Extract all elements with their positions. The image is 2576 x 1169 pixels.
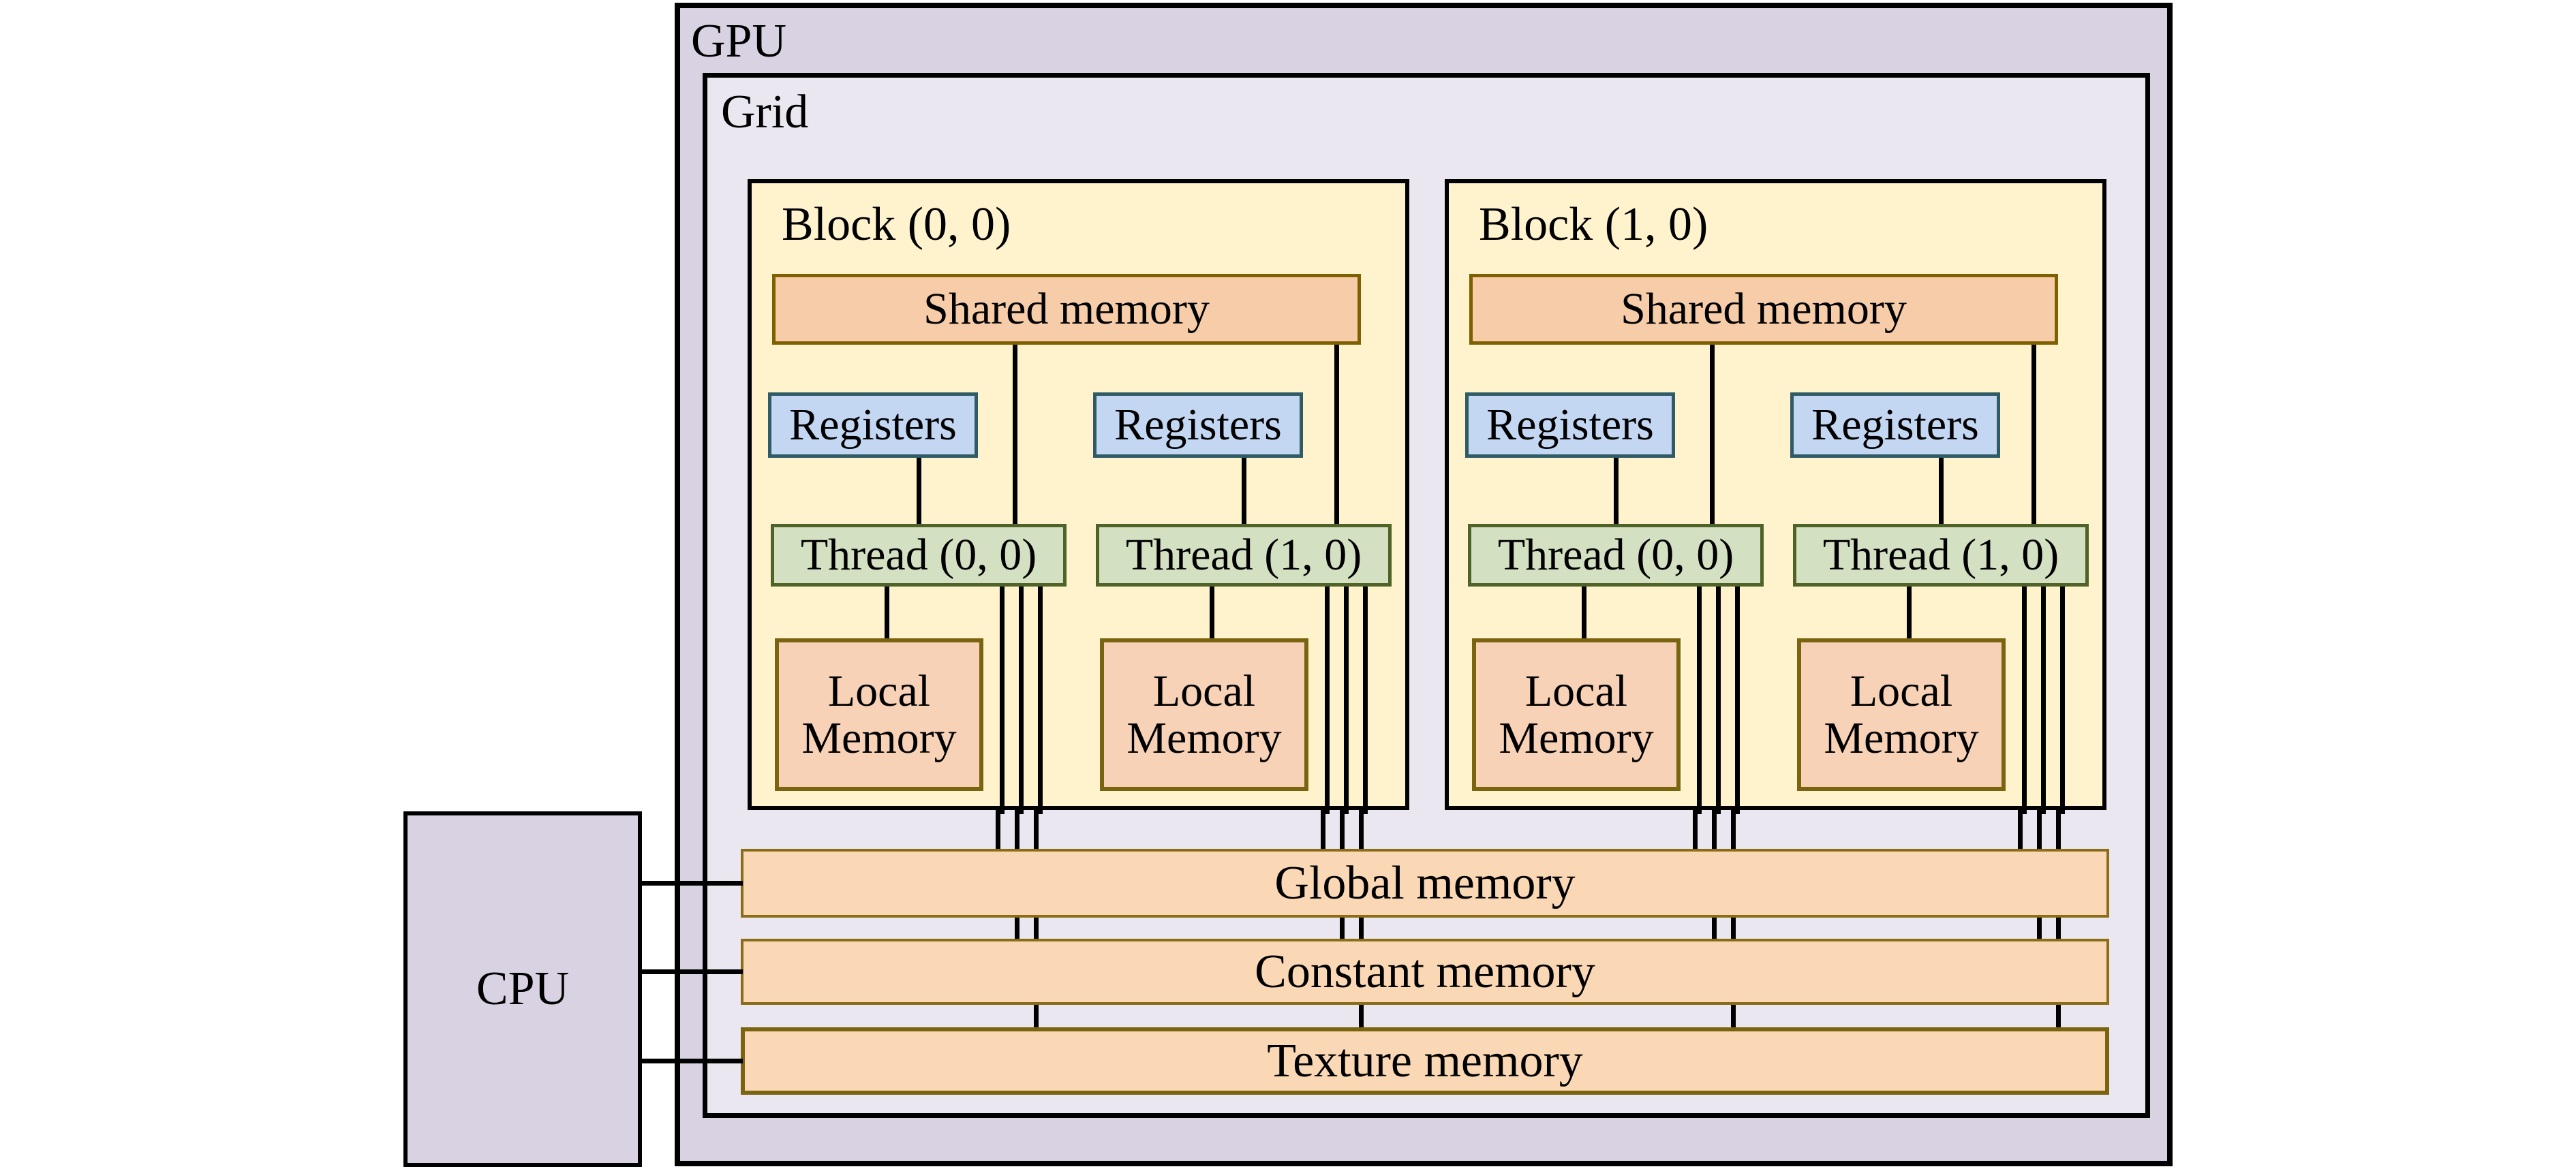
registers-box: Registers: [1093, 392, 1303, 458]
registers-label: Registers: [789, 400, 957, 450]
thread-label: Thread (0, 0): [1497, 530, 1734, 580]
registers-box: Registers: [1465, 392, 1675, 458]
connector-thread-local: [885, 587, 889, 638]
connector-registers-thread: [1614, 458, 1619, 524]
bus-line: [1363, 587, 1368, 814]
local-memory-label: Local Memory: [801, 666, 957, 763]
connector-registers-thread: [1242, 458, 1246, 524]
bus-line-global: [1321, 807, 1325, 854]
connector-cpu-global: [639, 881, 743, 886]
connector-cpu-texture: [639, 1059, 743, 1063]
bus-line: [2022, 587, 2027, 814]
connector-shared-thread0: [1710, 345, 1715, 524]
grid-label: Grid: [721, 86, 809, 138]
connector-thread-local: [1582, 587, 1586, 638]
block-label: Block (0, 0): [782, 198, 1011, 251]
thread-label: Thread (1, 0): [1822, 530, 2059, 580]
connector-shared-thread1: [2031, 345, 2036, 524]
bus-line: [1735, 587, 1740, 814]
connector-shared-thread0: [1013, 345, 1017, 524]
registers-box: Registers: [1790, 392, 2000, 458]
connector-shared-thread1: [1334, 345, 1339, 524]
bus-line: [1344, 587, 1349, 814]
bus-line: [1325, 587, 1330, 814]
thread-label: Thread (0, 0): [800, 530, 1037, 580]
bus-line-texture: [1731, 807, 1736, 1033]
bus-line-texture: [1359, 807, 1364, 1033]
bus-line: [1038, 587, 1043, 814]
local-memory-box: Local Memory: [1797, 638, 2006, 791]
global-memory-label: Global memory: [1274, 856, 1576, 909]
bus-line-global: [996, 807, 1000, 854]
local-memory-box: Local Memory: [775, 638, 983, 791]
thread-box: Thread (0, 0): [771, 524, 1067, 587]
bus-line: [1697, 587, 1702, 814]
shared-memory-label: Shared memory: [1621, 284, 1907, 334]
local-memory-label: Local Memory: [1126, 666, 1282, 763]
block-1-0: Block (1, 0) Shared memory Registers Reg…: [1445, 179, 2106, 814]
connector-registers-thread: [917, 458, 921, 524]
local-memory-box: Local Memory: [1100, 638, 1308, 791]
bus-line: [1716, 587, 1721, 814]
constant-memory-label: Constant memory: [1255, 945, 1595, 998]
bus-line-texture: [1034, 807, 1039, 1033]
cpu-box: CPU: [403, 811, 642, 1167]
local-memory-box: Local Memory: [1472, 638, 1681, 791]
thread-box: Thread (1, 0): [1096, 524, 1392, 587]
gpu-label: GPU: [691, 15, 787, 67]
local-memory-label: Local Memory: [1824, 666, 1979, 763]
shared-memory-label: Shared memory: [923, 284, 1210, 334]
block-label: Block (1, 0): [1479, 198, 1708, 251]
bus-line-global: [2018, 807, 2023, 854]
thread-box: Thread (1, 0): [1793, 524, 2089, 587]
connector-registers-thread: [1939, 458, 1944, 524]
connector-cpu-constant: [639, 969, 743, 974]
bus-line: [2041, 587, 2046, 814]
shared-memory-box: Shared memory: [772, 274, 1361, 345]
local-memory-label: Local Memory: [1499, 666, 1654, 763]
cpu-label: CPU: [476, 963, 570, 1015]
thread-box: Thread (0, 0): [1468, 524, 1764, 587]
global-memory-bar: Global memory: [741, 849, 2109, 918]
bus-line-texture: [2056, 807, 2061, 1033]
texture-memory-label: Texture memory: [1267, 1034, 1583, 1087]
registers-label: Registers: [1811, 400, 1979, 450]
registers-box: Registers: [768, 392, 978, 458]
bus-line: [1019, 587, 1024, 814]
registers-label: Registers: [1114, 400, 1282, 450]
texture-memory-bar: Texture memory: [741, 1027, 2109, 1095]
bus-line-global: [1693, 807, 1698, 854]
connector-thread-local: [1907, 587, 1912, 638]
registers-label: Registers: [1486, 400, 1654, 450]
bus-line: [1000, 587, 1005, 814]
shared-memory-box: Shared memory: [1469, 274, 2058, 345]
constant-memory-bar: Constant memory: [741, 939, 2109, 1005]
connector-thread-local: [1210, 587, 1214, 638]
block-0-0: Block (0, 0) Shared memory Registers Reg…: [748, 179, 1409, 814]
thread-label: Thread (1, 0): [1125, 530, 1362, 580]
bus-line: [2060, 587, 2065, 814]
